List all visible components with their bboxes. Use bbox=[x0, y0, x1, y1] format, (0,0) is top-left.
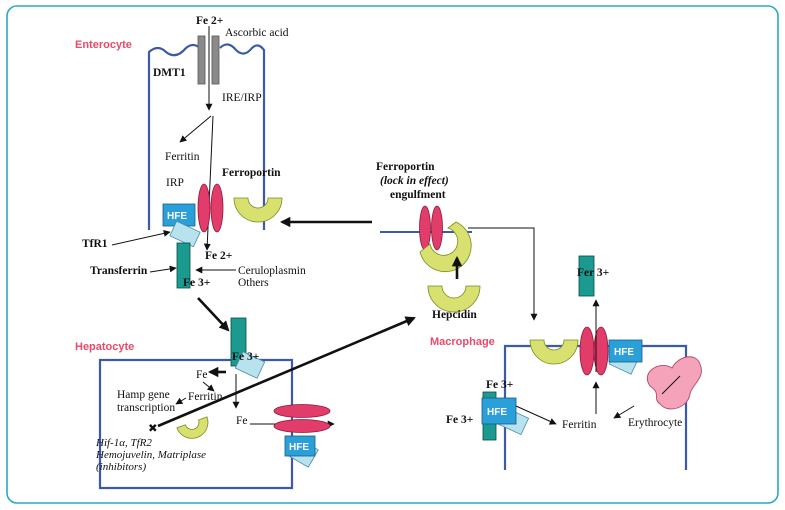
hepatocyte-hepcidin bbox=[176, 416, 209, 439]
hepatocyte-fe-label: Fe bbox=[196, 369, 208, 381]
enterocyte-ferroportin-right bbox=[210, 183, 224, 233]
erythrocyte-label: Erythrocyte bbox=[628, 417, 682, 429]
hepatocyte-label: Hepatocyte bbox=[75, 341, 134, 353]
free-hepcidin bbox=[427, 285, 481, 313]
tfr1-receptor bbox=[169, 220, 201, 248]
engulfment-to-macrophage-arrow bbox=[468, 227, 538, 321]
ire-irp-label: IRE/IRP bbox=[222, 92, 262, 104]
enterocyte-ferroportin-label: Ferroportin bbox=[222, 167, 281, 179]
to-macrophage-ferritin-arrow bbox=[515, 405, 557, 425]
enterocyte-ferroportin-left bbox=[197, 183, 211, 233]
enterocyte-cell bbox=[147, 35, 266, 230]
macrophage-hfe-left-label: HFE bbox=[487, 407, 507, 418]
hepcidin-release-arrow bbox=[157, 316, 416, 428]
tfr1-pointer bbox=[111, 229, 171, 246]
irp-label: IRP bbox=[166, 177, 184, 189]
macrophage-ferritin-label: Ferritin bbox=[562, 419, 597, 431]
inhibition-x-mark: ✖ bbox=[148, 423, 158, 435]
center-ferroportin-right bbox=[431, 205, 443, 251]
hepatocyte-tfr-receptor bbox=[234, 351, 266, 379]
others-label: Others bbox=[238, 277, 269, 289]
dmt1-label: DMT1 bbox=[153, 67, 186, 79]
enterocyte-label: Enterocyte bbox=[75, 39, 132, 51]
erythrocyte-shape bbox=[647, 356, 702, 410]
erythrocyte-fold bbox=[661, 375, 681, 395]
engulfment-label: engulfment bbox=[390, 189, 446, 201]
dmt1-channel-left bbox=[197, 35, 206, 85]
erythrocyte-to-ferritin-arrow bbox=[613, 405, 635, 419]
macrophage-hfe-left-box bbox=[481, 397, 517, 425]
lock-in-effect-label: (lock in effect) bbox=[380, 175, 449, 187]
enterocyte-membrane bbox=[147, 43, 266, 230]
transferrin-pointer bbox=[149, 265, 177, 273]
hamp-line2: transcription bbox=[117, 402, 175, 414]
to-ferroportin-arrow bbox=[203, 115, 214, 251]
transferrin-label: Transferrin bbox=[90, 265, 148, 277]
to-hamp-arrow bbox=[175, 397, 187, 405]
hepcidin-label: Hepcidin bbox=[432, 309, 477, 321]
center-ferroportin-label: Ferroportin bbox=[376, 161, 435, 173]
hepatocyte-ferritin-label: Ferritin bbox=[188, 391, 223, 403]
hepatocyte-ferroportin-top bbox=[273, 404, 331, 418]
outer-frame bbox=[6, 5, 779, 504]
macrophage-label: Macrophage bbox=[430, 336, 495, 348]
macrophage-transferrin-bar bbox=[578, 255, 595, 297]
enterocyte-fe3-label: Fe 3+ bbox=[183, 277, 210, 289]
inhibitors-line1: Hif-1α, TfR2 bbox=[95, 437, 152, 449]
macrophage-fe3-outer: Fe 3+ bbox=[446, 414, 473, 426]
hamp-line1: Hamp gene bbox=[117, 389, 170, 401]
macrophage-hfe-top-box bbox=[608, 339, 643, 363]
macrophage-ferroportin-left bbox=[579, 326, 595, 376]
ceruloplasmin-label: Ceruloplasmin bbox=[238, 265, 306, 277]
to-hepatocyte-ferritin-arrow bbox=[202, 381, 215, 392]
enterocyte-transferrin-bar bbox=[176, 242, 191, 289]
hepatocyte-hfe-box bbox=[284, 435, 316, 457]
transferrin-to-hepatocyte-arrow bbox=[197, 297, 230, 332]
center-ferroportin-left bbox=[419, 205, 431, 251]
macrophage-fer3-label: Fer 3+ bbox=[577, 267, 609, 279]
macrophage-hepcidin bbox=[529, 339, 579, 365]
ascorbic-acid-label: Ascorbic acid bbox=[225, 27, 289, 39]
enterocyte-hfe-label: HFE bbox=[167, 211, 187, 222]
enterocyte-ferritin-label: Ferritin bbox=[165, 151, 200, 163]
enterocyte-fe2-top: Fe 2+ bbox=[196, 15, 223, 27]
inhibitors-line3: (inhibitors) bbox=[96, 461, 146, 473]
macrophage-fe3-inner: Fe 3+ bbox=[486, 379, 513, 391]
tfr1-label: TfR1 bbox=[82, 238, 108, 250]
macrophage-ferroportin-right bbox=[593, 326, 609, 376]
hepatocyte-fe3-label: Fe 3+ bbox=[232, 351, 259, 363]
inhibitors-line2: Hemojuvelin, Matriplase bbox=[95, 449, 206, 461]
hepatocyte-fe-lower-label: Fe bbox=[236, 415, 248, 427]
macrophage-hfe-top-label: HFE bbox=[614, 347, 634, 358]
hepatocyte-membrane bbox=[98, 358, 294, 490]
enterocyte-fe2-bottom: Fe 2+ bbox=[205, 250, 232, 262]
hepatocyte-hfe-label: HFE bbox=[289, 442, 309, 453]
dmt1-channel-right bbox=[211, 35, 220, 85]
to-ferritin-arrow bbox=[179, 115, 212, 143]
hepatocyte-ferroportin-bottom bbox=[273, 419, 331, 433]
enterocyte-hepcidin bbox=[233, 197, 283, 223]
